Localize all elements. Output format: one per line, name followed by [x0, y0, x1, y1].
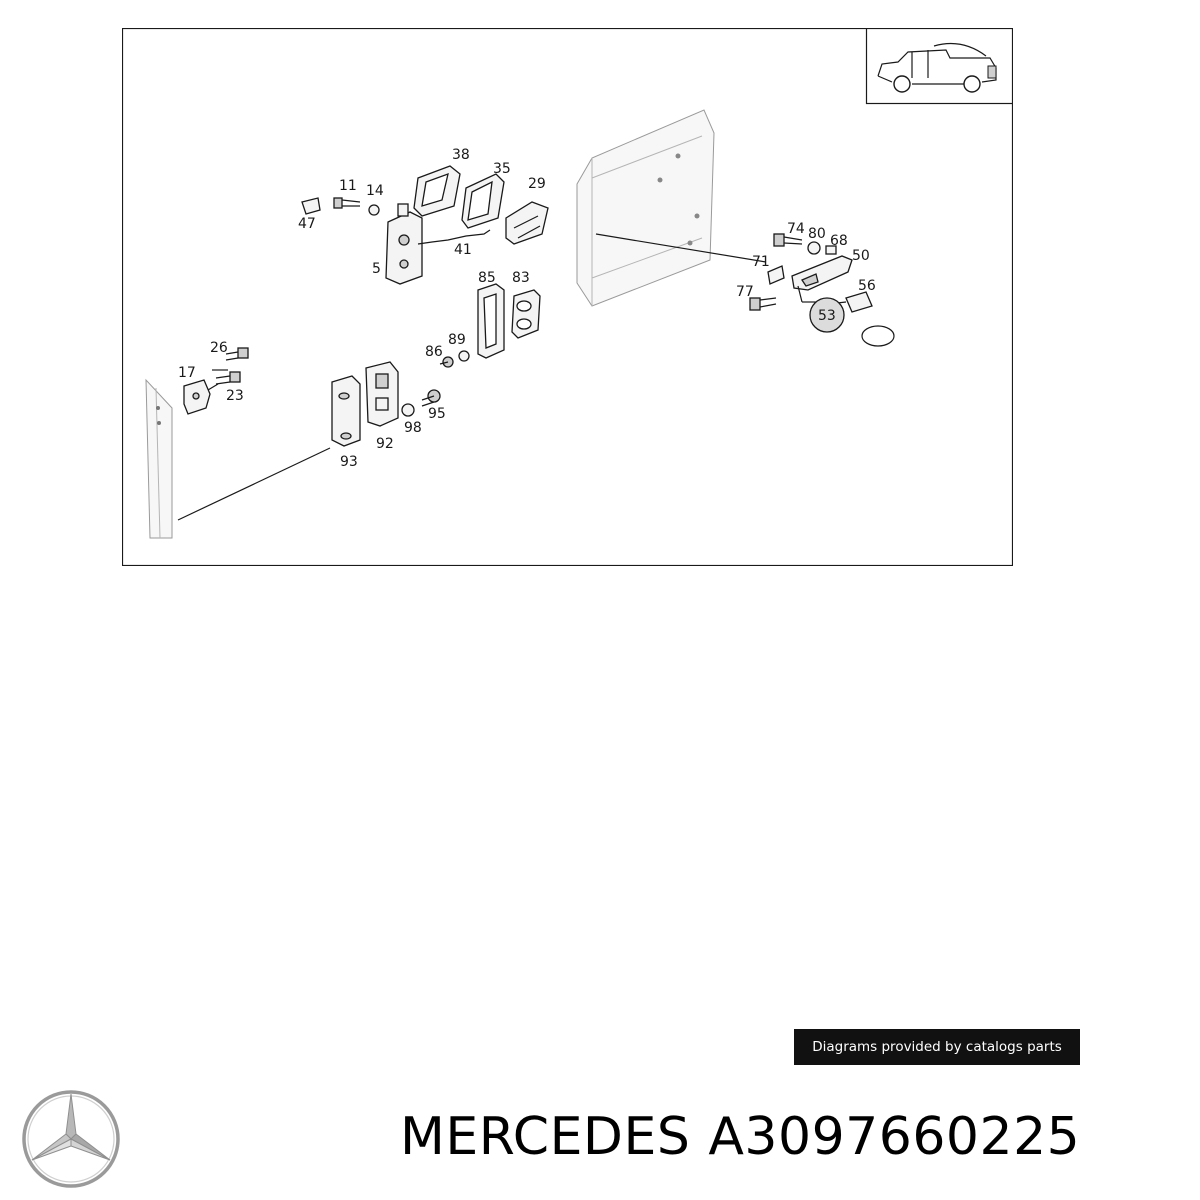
door-pillar — [145, 378, 331, 539]
vehicle-thumbnail-icon — [865, 28, 1013, 105]
callout-92: 92 — [376, 436, 394, 452]
part-23-screw — [215, 371, 241, 385]
callout-95: 95 — [428, 406, 446, 422]
callout-98: 98 — [404, 420, 422, 436]
part-47 — [301, 197, 321, 215]
brand-name: MERCEDES — [400, 1107, 691, 1167]
part-41-rod — [417, 229, 491, 245]
part-29-bracket — [505, 201, 549, 245]
part-77-screw — [749, 297, 777, 311]
part-80-washer — [807, 241, 821, 255]
part-26-screw — [225, 347, 249, 361]
callout-85: 85 — [478, 270, 496, 286]
callout-38: 38 — [452, 147, 470, 163]
part-14-washer — [368, 204, 380, 216]
part-93-striker-plate — [331, 375, 361, 447]
callout-80: 80 — [808, 226, 826, 242]
callout-74: 74 — [787, 221, 805, 237]
callout-89: 89 — [448, 332, 466, 348]
part-86-screw — [439, 356, 454, 368]
callout-47: 47 — [298, 216, 316, 232]
callout-53-circle — [809, 297, 845, 333]
part-74-screw — [773, 233, 803, 247]
callout-14: 14 — [366, 183, 384, 199]
part-53-keyring — [861, 325, 895, 347]
part-95-screw — [421, 389, 441, 407]
part-50-handle — [791, 255, 853, 291]
part-71-plate — [767, 265, 785, 285]
part-89-washer — [458, 350, 470, 362]
part-92-striker — [365, 361, 399, 427]
door-panel — [576, 109, 767, 307]
part-98-washer — [401, 403, 415, 417]
callout-68: 68 — [830, 233, 848, 249]
callout-50: 50 — [852, 248, 870, 264]
part-35-seal — [461, 173, 505, 229]
part-11-screw — [333, 197, 361, 209]
callout-11: 11 — [339, 178, 357, 194]
callout-77: 77 — [736, 284, 754, 300]
diagram-credit-badge: Diagrams provided by catalogs parts — [794, 1029, 1080, 1065]
callout-86: 86 — [425, 344, 443, 360]
callout-41: 41 — [454, 242, 472, 258]
part-5-lock — [385, 203, 423, 285]
part-38-frame — [413, 165, 461, 217]
callout-83: 83 — [512, 270, 530, 286]
callout-35: 35 — [493, 161, 511, 177]
part-85-striker-cover — [477, 283, 505, 359]
callout-29: 29 — [528, 176, 546, 192]
diagram-border — [122, 28, 1013, 566]
part-number: A3097660225 — [708, 1107, 1081, 1167]
callout-26: 26 — [210, 340, 228, 356]
part-17-hinge — [183, 379, 211, 415]
part-68-clip — [825, 245, 837, 255]
three-pointed-star-icon — [20, 1088, 122, 1190]
part-title: MERCEDES A3097660225 — [400, 1107, 1190, 1167]
callout-93: 93 — [340, 454, 358, 470]
callout-labels: 38 35 29 11 14 47 41 5 74 80 68 50 71 77… — [178, 147, 876, 470]
callout-71: 71 — [752, 254, 770, 270]
part-83-bumper — [511, 289, 541, 339]
callout-17: 17 — [178, 365, 196, 381]
callout-5: 5 — [372, 261, 381, 277]
callout-23: 23 — [226, 388, 244, 404]
callout-56: 56 — [858, 278, 876, 294]
credit-text: Diagrams provided by catalogs parts — [812, 1039, 1062, 1055]
callout-53: 53 — [818, 308, 836, 324]
parts-diagram: 38 35 29 11 14 47 41 5 74 80 68 50 71 77… — [122, 28, 1013, 566]
